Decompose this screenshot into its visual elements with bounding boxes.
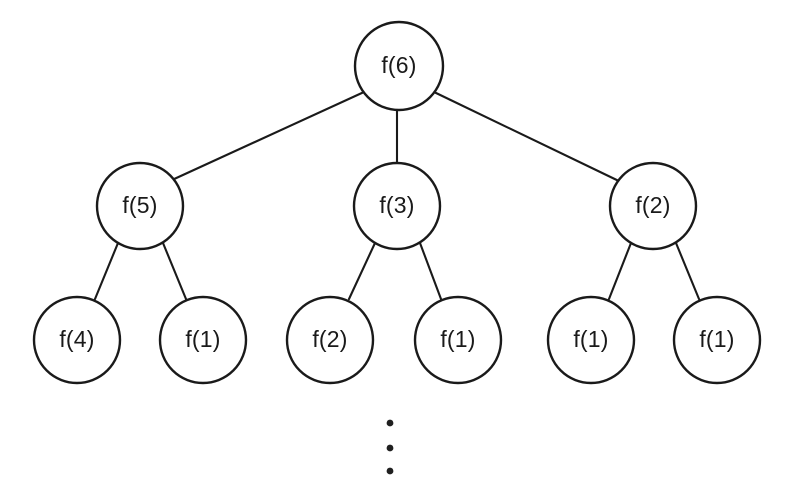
- ellipsis-dot-1: [386, 419, 394, 427]
- tree-nodes-group: f(6) f(5) f(3) f(2) f(4) f(1) f(2) f(1) f(1) f(1): [32, 20, 762, 385]
- node-label-n1: f(5): [122, 192, 157, 218]
- tree-node-n5[interactable]: f(1): [158, 295, 248, 385]
- node-circle-n8: [546, 295, 636, 385]
- node-label-n7: f(1): [440, 326, 475, 352]
- node-circle-n1: [95, 161, 185, 251]
- tree-node-n2[interactable]: f(3): [352, 161, 442, 251]
- tree-edge-n3-n8: [607, 241, 633, 301]
- tree-edge-n1-n5: [161, 241, 188, 301]
- tree-node-n6[interactable]: f(2): [285, 295, 375, 385]
- node-label-n3: f(2): [635, 192, 670, 218]
- tree-node-n3[interactable]: f(2): [608, 161, 698, 251]
- node-circle-n0: [353, 20, 445, 112]
- node-label-n4: f(4): [59, 326, 94, 352]
- node-circle-n5: [158, 295, 248, 385]
- tree-node-n8[interactable]: f(1): [546, 295, 636, 385]
- node-circle-n4: [32, 295, 122, 385]
- tree-edge-n2-n6: [347, 241, 377, 301]
- vertical-ellipsis-icon: [386, 419, 394, 475]
- node-circle-n6: [285, 295, 375, 385]
- node-label-n2: f(3): [379, 192, 414, 218]
- node-label-n6: f(2): [312, 326, 347, 352]
- tree-node-n1[interactable]: f(5): [95, 161, 185, 251]
- tree-node-n0[interactable]: f(6): [353, 20, 445, 112]
- tree-edge-n2-n7: [418, 241, 443, 301]
- node-label-n5: f(1): [185, 326, 220, 352]
- tree-edge-n0-n1: [170, 90, 366, 182]
- tree-node-n9[interactable]: f(1): [672, 295, 762, 385]
- tree-edge-n3-n9: [674, 241, 701, 301]
- ellipsis-dot-3: [386, 467, 394, 475]
- tree-node-n4[interactable]: f(4): [32, 295, 122, 385]
- node-label-n8: f(1): [573, 326, 608, 352]
- tree-edge-n1-n4: [93, 241, 120, 301]
- node-circle-n2: [352, 161, 442, 251]
- node-circle-n7: [413, 295, 503, 385]
- node-circle-n3: [608, 161, 698, 251]
- tree-edges-group: [93, 90, 701, 301]
- node-circle-n9: [672, 295, 762, 385]
- node-label-n0: f(6): [381, 52, 416, 78]
- ellipsis-dot-2: [386, 444, 394, 452]
- tree-node-n7[interactable]: f(1): [413, 295, 503, 385]
- tree-edge-n0-n3: [432, 90, 625, 185]
- node-label-n9: f(1): [699, 326, 734, 352]
